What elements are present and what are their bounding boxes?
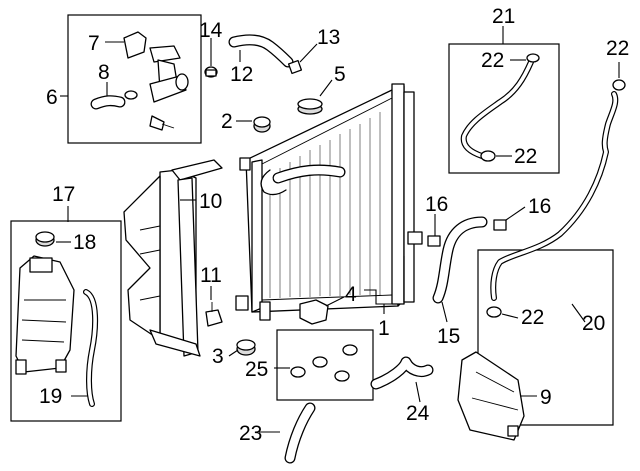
group-box-21 [448, 43, 560, 174]
callout-1: 1 [378, 317, 390, 340]
callout-3: 3 [212, 345, 224, 368]
callout-23: 23 [239, 422, 262, 445]
callout-13: 13 [317, 26, 340, 49]
clamp-set-25 [290, 344, 358, 382]
callout-2: 2 [221, 110, 233, 133]
thermostat-housing [123, 31, 189, 103]
clamp-16-left [427, 235, 441, 247]
callout-16-left: 16 [425, 193, 448, 216]
sensor-4 [299, 299, 329, 325]
callout-4: 4 [345, 283, 357, 306]
air-deflector-9 [457, 351, 525, 441]
callout-7: 7 [88, 32, 100, 55]
callout-10: 10 [199, 190, 222, 213]
callout-12: 12 [230, 63, 253, 86]
hose-23 [284, 402, 316, 464]
tube-clamp-22-lower [486, 306, 502, 318]
reservoir-hose [83, 289, 99, 407]
hose-21 [460, 53, 540, 162]
callout-11: 11 [200, 264, 222, 287]
drain-plug [253, 116, 271, 133]
group-box-6 [67, 14, 202, 144]
callout-22-mid: 22 [514, 145, 537, 168]
group-box-17 [10, 220, 122, 422]
hose-24 [370, 356, 434, 390]
callout-22-right: 22 [606, 37, 629, 60]
leader-lines [56, 26, 620, 433]
callout-20: 20 [582, 312, 605, 335]
callout-25: 25 [245, 358, 268, 381]
fan-shroud [123, 159, 223, 357]
callout-8: 8 [98, 61, 110, 84]
callout-15: 15 [437, 325, 460, 348]
hose-clamp-14 [204, 66, 218, 78]
radiator-cap [297, 98, 323, 115]
callout-22-top: 22 [481, 49, 504, 72]
callout-5: 5 [334, 63, 346, 86]
callout-21: 21 [492, 5, 515, 28]
coolant-reservoir [15, 255, 75, 375]
callout-19: 19 [39, 385, 62, 408]
callout-17: 17 [52, 183, 75, 206]
callout-16-right: 16 [528, 195, 551, 218]
callout-9: 9 [540, 386, 552, 409]
upper-hose [228, 34, 294, 68]
lower-hose-15 [432, 216, 488, 304]
radiator-inlet-stub [272, 164, 346, 184]
thermostat-bolt [149, 115, 175, 131]
radiator [235, 83, 423, 321]
tube-clamp-22-upper-right [612, 79, 626, 91]
thermostat-hose-8 [90, 90, 138, 110]
callout-14: 14 [199, 19, 223, 42]
reservoir-cap [35, 231, 55, 247]
overflow-tube-20 [490, 91, 619, 301]
callout-22-lower: 22 [521, 306, 544, 329]
callout-6: 6 [46, 86, 58, 109]
callout-18: 18 [73, 231, 96, 254]
mount-3 [236, 339, 256, 356]
callout-24: 24 [406, 402, 430, 425]
group-box-25 [276, 329, 374, 401]
clamp-16-right [493, 219, 507, 231]
hose-clamp-13 [287, 59, 303, 75]
bolt-11 [205, 302, 223, 327]
